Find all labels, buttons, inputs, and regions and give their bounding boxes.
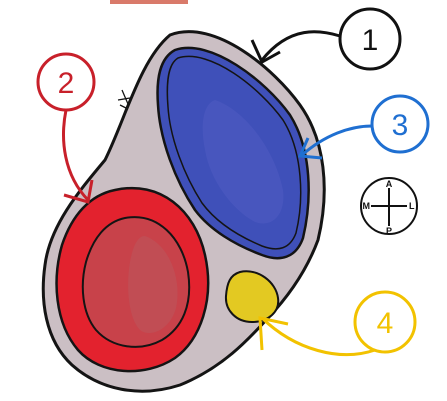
blue-vessel-outline	[156, 46, 310, 260]
sheath-sketch-mark	[117, 89, 131, 109]
compass-label-top: A	[386, 179, 393, 189]
compass-label-bottom: P	[386, 226, 392, 236]
label-2-arrowhead	[63, 179, 94, 204]
label-1: 1	[250, 7, 402, 71]
compass-label-left: M	[363, 201, 371, 211]
red-vessel-lumen	[81, 216, 191, 348]
orientation-compass: A M L P	[360, 177, 418, 236]
label-1-arrowhead	[250, 39, 281, 65]
label-3-number: 3	[392, 109, 409, 142]
red-vessel-lumen-shade	[128, 236, 178, 334]
label-3: 3	[297, 94, 430, 160]
label-1-circle	[338, 7, 402, 71]
label-2: 2	[36, 52, 96, 204]
label-4-arrow	[260, 316, 376, 357]
label-3-arrowhead	[297, 137, 323, 160]
label-1-number: 1	[362, 24, 379, 57]
label-4: 4	[258, 290, 417, 357]
blue-vessel-inner-line	[166, 55, 302, 250]
top-edge-red-mark	[110, 0, 188, 4]
label-3-circle	[370, 94, 430, 154]
blue-vessel-shade	[202, 100, 284, 224]
compass-label-right: L	[409, 201, 415, 211]
label-3-arrow	[301, 124, 373, 157]
label-1-arrow	[260, 30, 341, 61]
label-2-arrow	[62, 109, 90, 202]
label-2-number: 2	[58, 67, 75, 100]
yellow-structure	[224, 270, 280, 324]
label-4-circle	[353, 290, 417, 354]
label-4-number: 4	[377, 307, 394, 340]
label-4-arrowhead	[258, 316, 289, 351]
